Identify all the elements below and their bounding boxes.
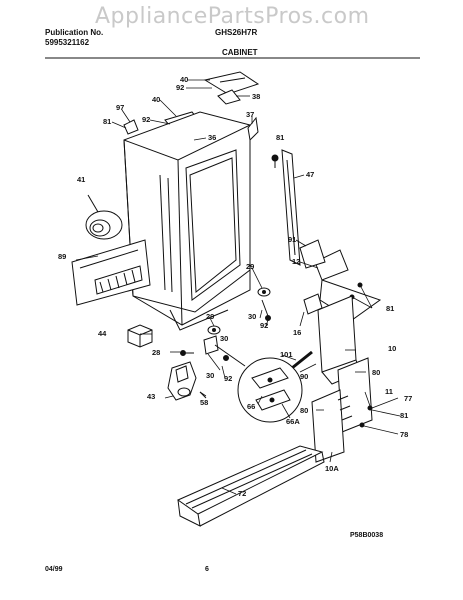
part-label: 40	[152, 95, 161, 104]
kick-plate	[176, 445, 325, 527]
part-label: 43	[147, 392, 156, 401]
diagram-code: P58B0038	[350, 532, 384, 539]
relay-cube	[127, 324, 153, 348]
leader-lines	[75, 79, 401, 495]
top-hinge-cover	[203, 71, 260, 105]
part-label: 91	[288, 235, 297, 244]
part-label: 72	[238, 489, 247, 498]
cabinet-body	[123, 111, 251, 331]
part-label: 30	[220, 334, 229, 343]
part-label: 29	[206, 312, 215, 321]
model-number: GHS26H7R	[215, 28, 258, 37]
part-label: 101	[280, 350, 293, 359]
badge-disc	[85, 194, 123, 240]
leveler-parts	[203, 287, 271, 361]
part-label: 16	[293, 328, 302, 337]
part-label: 11	[385, 387, 393, 396]
part-label: 37	[246, 110, 255, 119]
part-label: 41	[77, 175, 86, 184]
watermark: AppliancePartsPros.com	[95, 4, 370, 29]
section-title: CABINET	[222, 48, 258, 57]
roller-assembly	[167, 361, 207, 401]
part-label: 80	[300, 406, 309, 415]
part-label: 30	[206, 371, 215, 380]
part-label: 66	[247, 402, 256, 411]
part-label: 80	[372, 368, 381, 377]
part-label: 92	[260, 321, 269, 330]
footer-date: 04/99	[45, 566, 63, 573]
toe-grille-panel	[71, 239, 151, 306]
part-label: 97	[116, 103, 125, 112]
part-label: 81	[400, 411, 409, 420]
part-label: 44	[98, 329, 107, 338]
part-label: 81	[386, 304, 395, 313]
part-label: 58	[200, 398, 209, 407]
vertical-channel	[281, 149, 301, 266]
part-label: 36	[208, 133, 217, 142]
part-label: 92	[142, 115, 151, 124]
part-label: 89	[58, 252, 67, 261]
lower-bracket-assembly	[311, 357, 373, 463]
part-label: 90	[300, 372, 309, 381]
part-label: 30	[248, 312, 257, 321]
footer-page-number: 6	[205, 566, 209, 573]
part-label: 78	[400, 430, 409, 439]
part-label: 38	[252, 92, 261, 101]
bottom-hinge-bracket	[303, 293, 361, 385]
part-label: 28	[152, 348, 161, 357]
part-label: 81	[103, 117, 112, 126]
part-label: 40	[180, 75, 189, 84]
publication-label: Publication No.	[45, 28, 104, 37]
publication-number: 5995321162	[45, 38, 90, 47]
part-label: 29	[246, 262, 255, 271]
part-label: 10	[388, 344, 397, 353]
part-label: 81	[276, 133, 285, 142]
part-label: 77	[404, 394, 413, 403]
part-label: 47	[306, 170, 315, 179]
part-label: 92	[176, 83, 185, 92]
part-label: 66A	[286, 417, 300, 426]
detail-circle	[214, 344, 303, 423]
part-label: 10A	[325, 464, 339, 473]
part-label: 12	[292, 257, 301, 266]
part-label: 92	[224, 374, 233, 383]
